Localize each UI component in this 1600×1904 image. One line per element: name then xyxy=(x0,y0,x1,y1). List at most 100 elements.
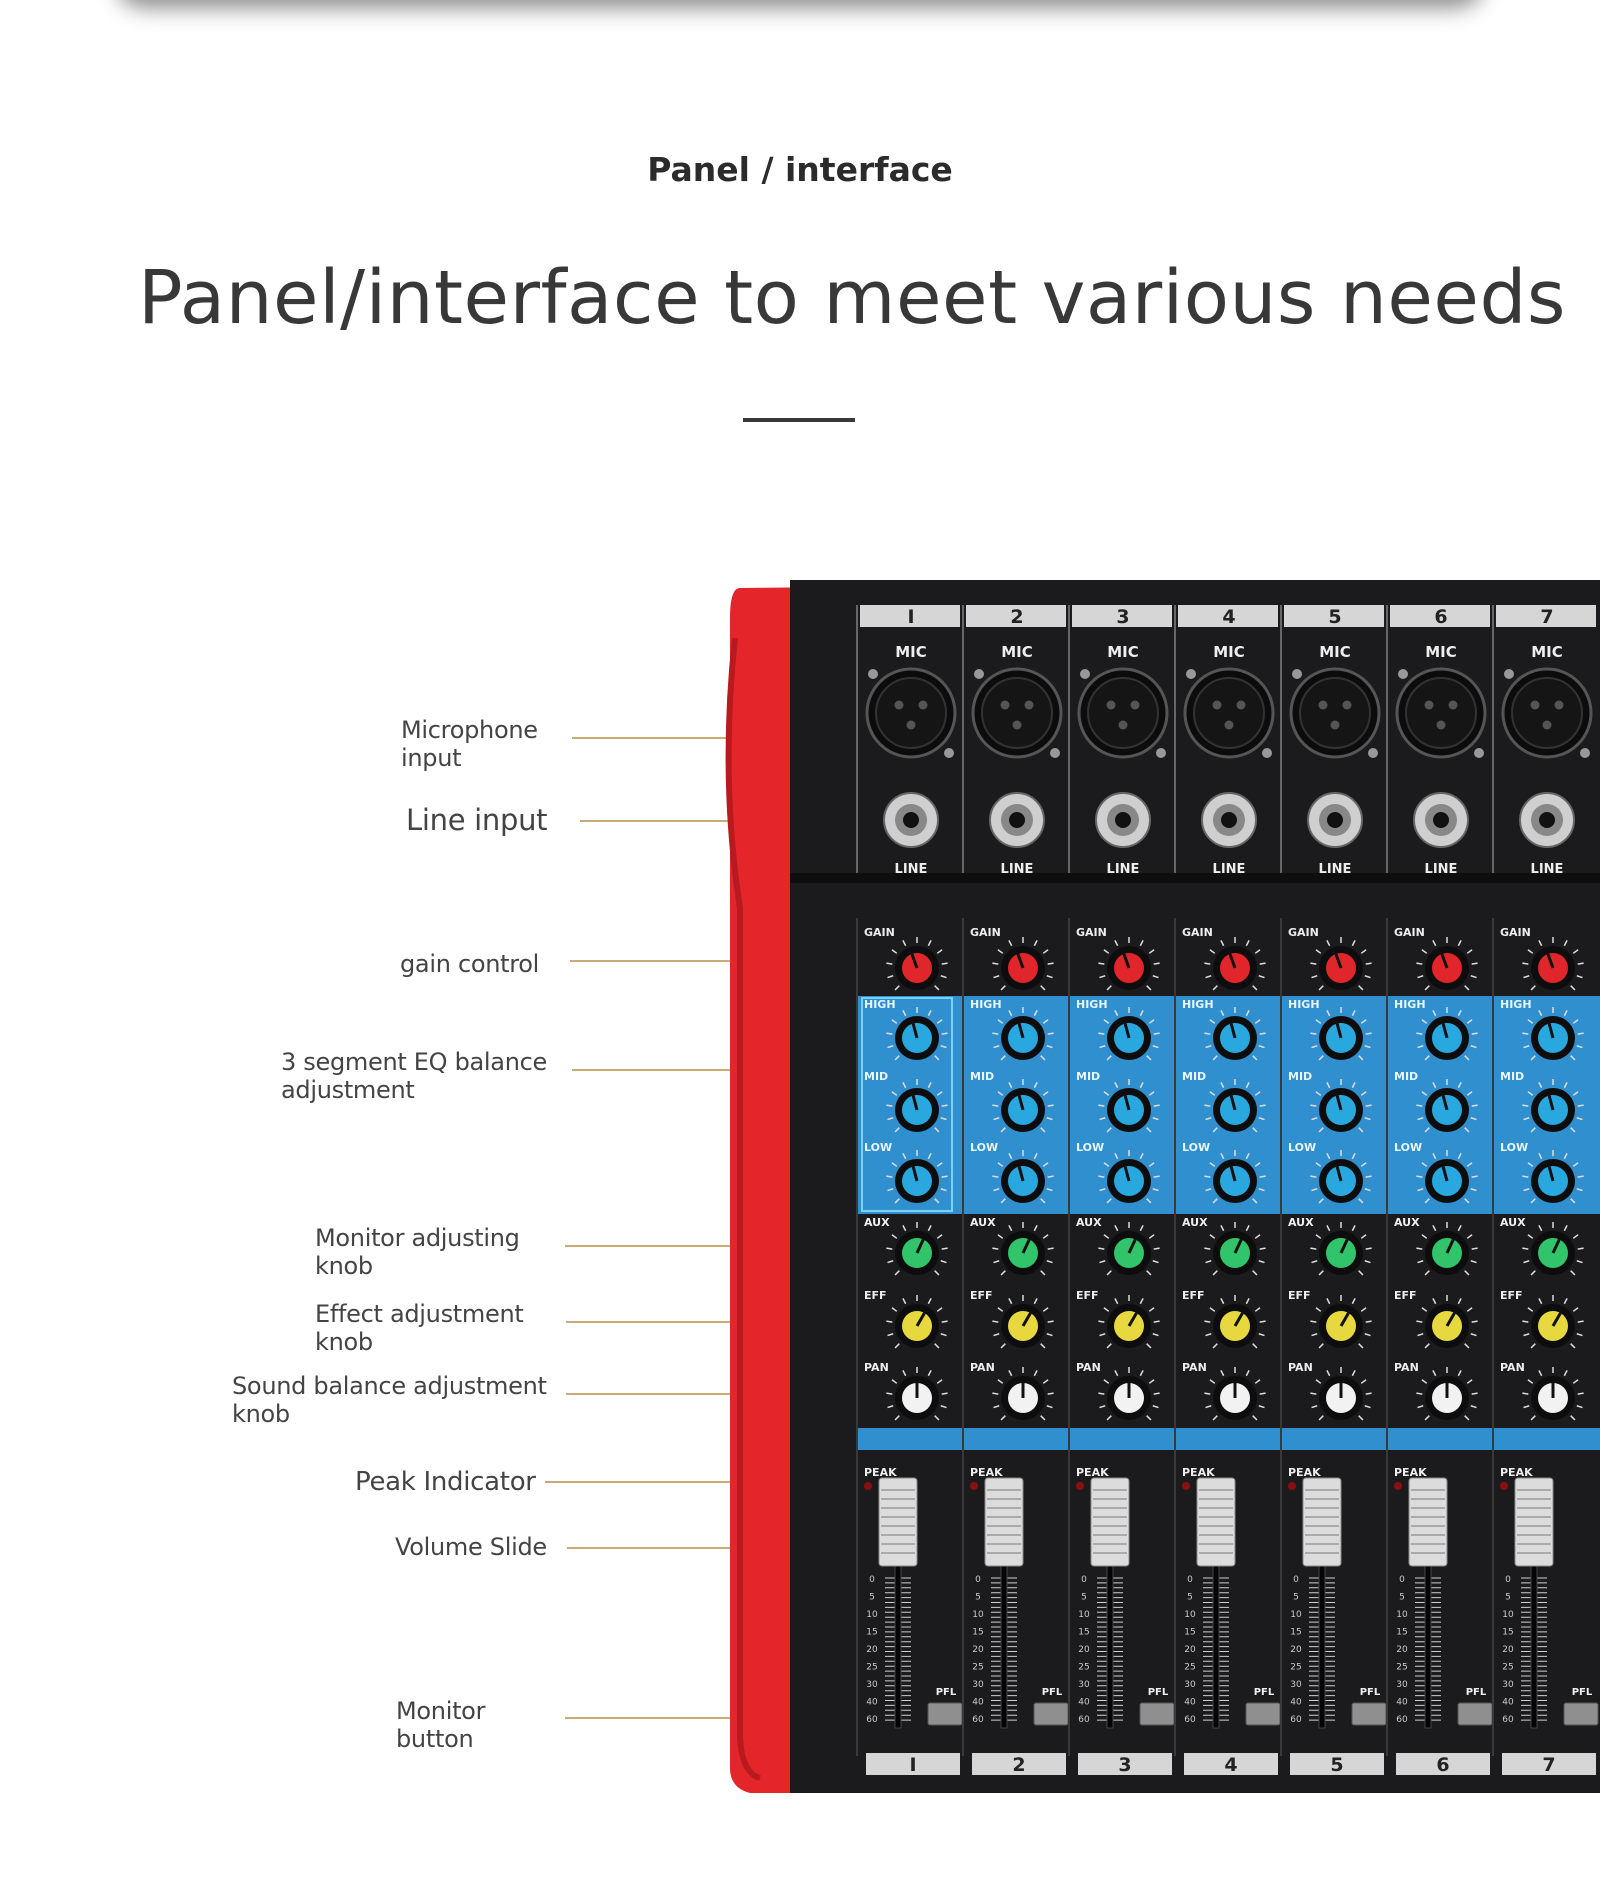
knob-tick xyxy=(1204,1320,1211,1323)
knob-tick xyxy=(1204,1392,1211,1395)
knob-tick xyxy=(993,1333,1000,1337)
fader-scale-label: 25 xyxy=(1396,1663,1407,1673)
knob-tick xyxy=(1220,1010,1225,1017)
knob-tick xyxy=(887,1333,894,1337)
eff-label: EFF xyxy=(1500,1289,1523,1302)
knob-tick xyxy=(993,1188,1000,1192)
fader-scale-label: 30 xyxy=(1290,1680,1302,1690)
knob-tick xyxy=(1042,1307,1049,1312)
knob-tick xyxy=(1205,1333,1212,1337)
knob-tick xyxy=(1360,1234,1367,1239)
channel-number: 2 xyxy=(1010,606,1023,628)
knob-tick xyxy=(1471,1032,1478,1035)
knob-tick xyxy=(1577,1320,1584,1323)
knob-tick xyxy=(1432,1153,1437,1160)
knob-pointer xyxy=(1546,953,1555,969)
aux-label: AUX xyxy=(864,1216,890,1229)
knob-tick xyxy=(992,1104,999,1107)
knob-tick xyxy=(1358,1270,1364,1276)
pfl-button[interactable] xyxy=(1033,1702,1069,1726)
knob-tick xyxy=(992,1320,999,1323)
knob-tick xyxy=(1416,1320,1423,1323)
knob-tick xyxy=(1220,1082,1225,1089)
knob-tick xyxy=(1424,1270,1430,1276)
knob-tick xyxy=(891,1307,898,1312)
knob-tick xyxy=(1570,1415,1576,1421)
fader-scale-label: 30 xyxy=(1078,1680,1090,1690)
knob-tick xyxy=(1522,1175,1529,1178)
peak-label: PEAK xyxy=(1288,1466,1321,1479)
knob-pointer xyxy=(1335,1166,1343,1182)
channel-number: I xyxy=(909,1754,916,1776)
knob-tick xyxy=(927,1370,932,1377)
knob-tick xyxy=(1457,1298,1462,1305)
knob-tick xyxy=(1416,1247,1423,1250)
channel-number: 4 xyxy=(1224,1754,1237,1776)
xlr-pin xyxy=(1530,700,1540,710)
knob-tick xyxy=(993,975,1000,979)
channel-number-strip xyxy=(1290,1753,1384,1775)
knob-tick xyxy=(1259,1104,1266,1107)
mic-label: MIC xyxy=(1213,643,1245,661)
xlr-screw xyxy=(1580,748,1590,758)
knob-tick xyxy=(992,1247,999,1250)
eq-label: LOW xyxy=(1394,1141,1422,1154)
pfl-button[interactable] xyxy=(1139,1702,1175,1726)
eff-label: EFF xyxy=(1288,1289,1311,1302)
knob-tick xyxy=(1209,1379,1216,1384)
fader-scale-label: 15 xyxy=(1396,1628,1407,1638)
knob-tick xyxy=(936,1379,943,1384)
knob-tick xyxy=(1318,1415,1324,1421)
knob-tick xyxy=(1209,1307,1216,1312)
pfl-label: PFL xyxy=(1042,1687,1063,1698)
page-title: Panel/interface to meet various needs xyxy=(138,255,1566,341)
knob-tick xyxy=(1258,1260,1265,1264)
knob-tick xyxy=(1204,1104,1211,1107)
knob-tick xyxy=(1457,940,1462,947)
knob-tick xyxy=(1153,1104,1160,1107)
knob-tick xyxy=(1146,1127,1152,1133)
pfl-button[interactable] xyxy=(1563,1702,1599,1726)
knob-tick xyxy=(940,1333,947,1337)
knob-tick xyxy=(1310,1032,1317,1035)
knob-tick xyxy=(1042,949,1049,954)
pfl-button[interactable] xyxy=(1245,1702,1281,1726)
pfl-button[interactable] xyxy=(1351,1702,1387,1726)
knob-tick xyxy=(1351,1082,1356,1089)
xlr-screw xyxy=(868,669,878,679)
callout-text-line: adjustment xyxy=(281,1076,415,1104)
xlr-pin xyxy=(1212,700,1222,710)
knob-tick xyxy=(997,1379,1004,1384)
knob-tick xyxy=(1563,1010,1568,1017)
knob-tick xyxy=(997,949,1004,954)
fader-scale-label: 30 xyxy=(1502,1680,1514,1690)
pfl-button[interactable] xyxy=(1457,1702,1493,1726)
knob-tick xyxy=(1572,1307,1579,1312)
knob-tick xyxy=(1152,1405,1159,1409)
eq-label: MID xyxy=(864,1070,888,1083)
fader-scale-label: 60 xyxy=(866,1715,878,1725)
eq-label: HIGH xyxy=(1076,998,1108,1011)
knob-tick xyxy=(1563,940,1568,947)
knob-tick xyxy=(1351,1225,1356,1232)
knob-tick xyxy=(1326,1082,1331,1089)
knob-tick xyxy=(1471,1320,1478,1323)
knob-tick xyxy=(936,1234,943,1239)
knob-tick xyxy=(1098,1247,1105,1250)
knob-tick xyxy=(1464,1198,1470,1204)
knob-tick xyxy=(1530,1127,1536,1133)
knob-pointer xyxy=(1021,1238,1031,1254)
pfl-button[interactable] xyxy=(927,1702,963,1726)
knob-tick xyxy=(1365,1392,1372,1395)
fader-scale-label: 15 xyxy=(866,1628,877,1638)
knob-tick xyxy=(1220,1370,1225,1377)
knob-tick xyxy=(936,1307,943,1312)
fader-scale-label: 25 xyxy=(972,1663,983,1673)
aux-label: AUX xyxy=(1394,1216,1420,1229)
knob-tick xyxy=(1148,1091,1155,1096)
knob-tick xyxy=(1315,1019,1322,1024)
knob-tick xyxy=(1153,962,1160,965)
channel-number-strip xyxy=(1390,605,1490,627)
knob-tick xyxy=(1148,1019,1155,1024)
knob-tick xyxy=(1252,1343,1258,1349)
